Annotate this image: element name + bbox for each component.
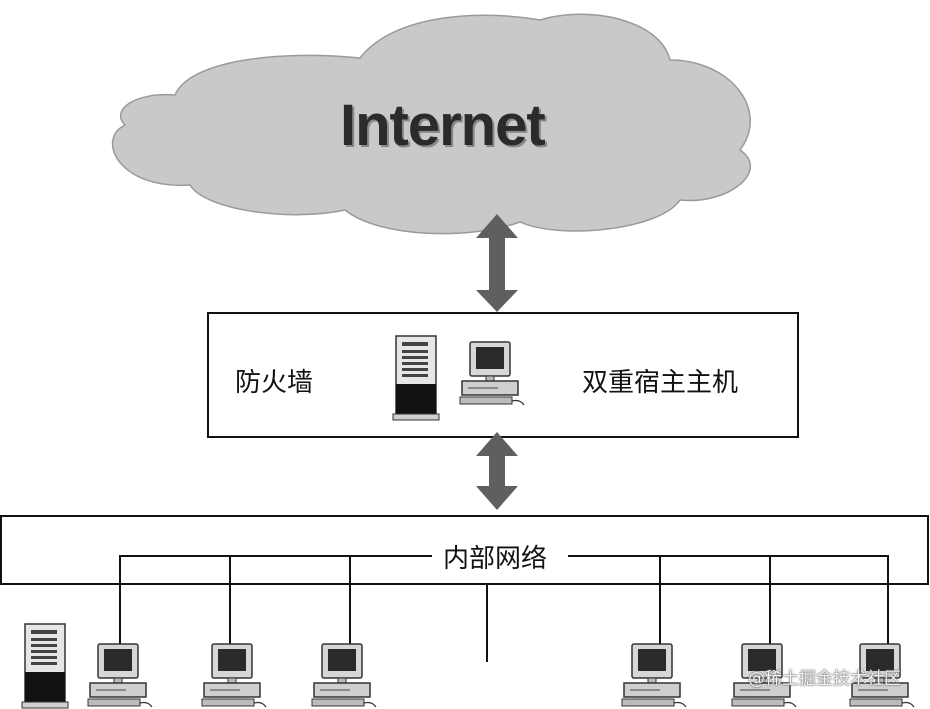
- arrow-firewall-lan: [476, 432, 518, 510]
- lan-workstation-icon: [87, 643, 153, 708]
- dual-homed-host-label: 双重宿主主机: [582, 368, 739, 398]
- internal-network-label: 内部网络: [437, 538, 554, 575]
- lan-workstation-icon: [201, 643, 267, 708]
- lan-bus: [119, 555, 889, 662]
- lan-workstation-icon: [621, 643, 687, 708]
- internet-cloud: [111, 13, 752, 235]
- lan-server-icon: [21, 623, 69, 709]
- watermark: @稀土掘金技术社区: [748, 669, 901, 689]
- server-tower-icon: [392, 335, 440, 421]
- firewall-label: 防火墙: [235, 368, 314, 398]
- arrow-internet-firewall: [476, 214, 518, 312]
- internet-label: Internet: [340, 93, 546, 158]
- lan-workstation-icon: [311, 643, 377, 708]
